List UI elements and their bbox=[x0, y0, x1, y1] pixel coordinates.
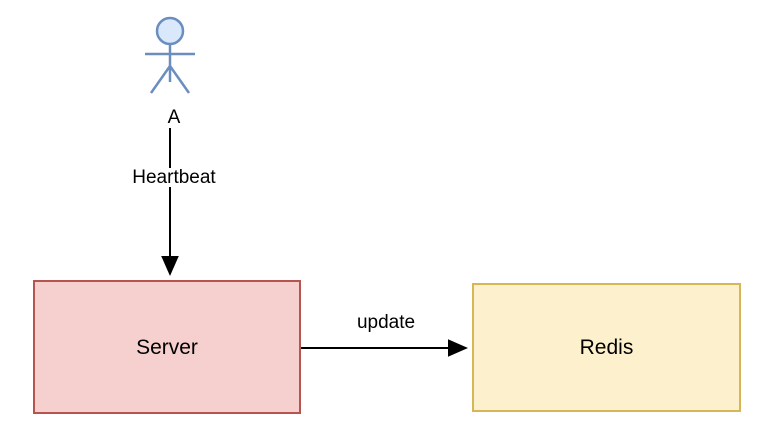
edge-label-heartbeat: Heartbeat bbox=[112, 168, 236, 187]
edge-label-update: update bbox=[337, 313, 435, 332]
actor-stick-figure-icon bbox=[145, 16, 195, 94]
node-redis[interactable]: Redis bbox=[472, 283, 741, 412]
actor-label: A bbox=[144, 108, 204, 127]
node-server-label: Server bbox=[136, 335, 198, 359]
node-redis-label: Redis bbox=[579, 336, 634, 359]
node-server[interactable]: Server bbox=[33, 280, 301, 414]
